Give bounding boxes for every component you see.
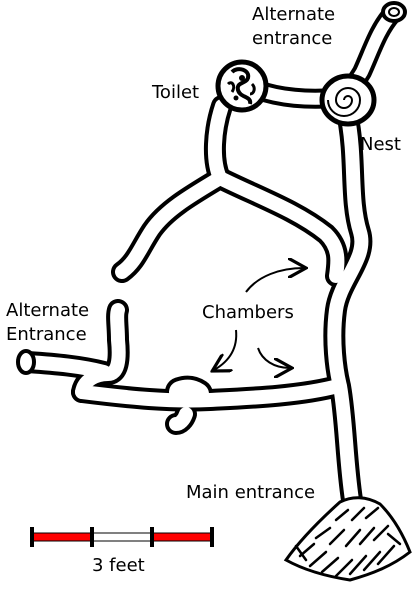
arrow-down-right [257,347,290,368]
alternate-entrance-left-label-line2: Entrance [6,324,87,345]
nest-chamber [319,73,377,127]
chamber-arrows [214,268,304,370]
chambers-label: Chambers [202,302,294,323]
toilet-label: Toilet [151,82,199,103]
alternate-entrance-top-label-line2: entrance [252,28,332,49]
scale-label: 3 feet [92,555,145,576]
tunnel-system [17,4,402,511]
main-entrance-label: Main entrance [186,482,315,503]
scale-bar: 3 feet [30,527,214,576]
alternate-entrance-left-label-line1: Alternate [6,300,89,321]
top-alternate-entrance-opening [381,1,407,23]
scale-segment-1 [31,532,93,542]
alternate-entrance-top-label-line1: Alternate [252,4,335,25]
nest-label: Nest [360,134,401,155]
scale-segment-2 [91,532,153,542]
arrow-up-right [245,268,304,293]
scale-segment-3 [151,532,213,542]
main-entrance-mound [283,496,412,582]
toilet-chamber [215,59,269,113]
left-alternate-entrance-opening [16,349,36,375]
arrow-down-left [214,329,238,370]
